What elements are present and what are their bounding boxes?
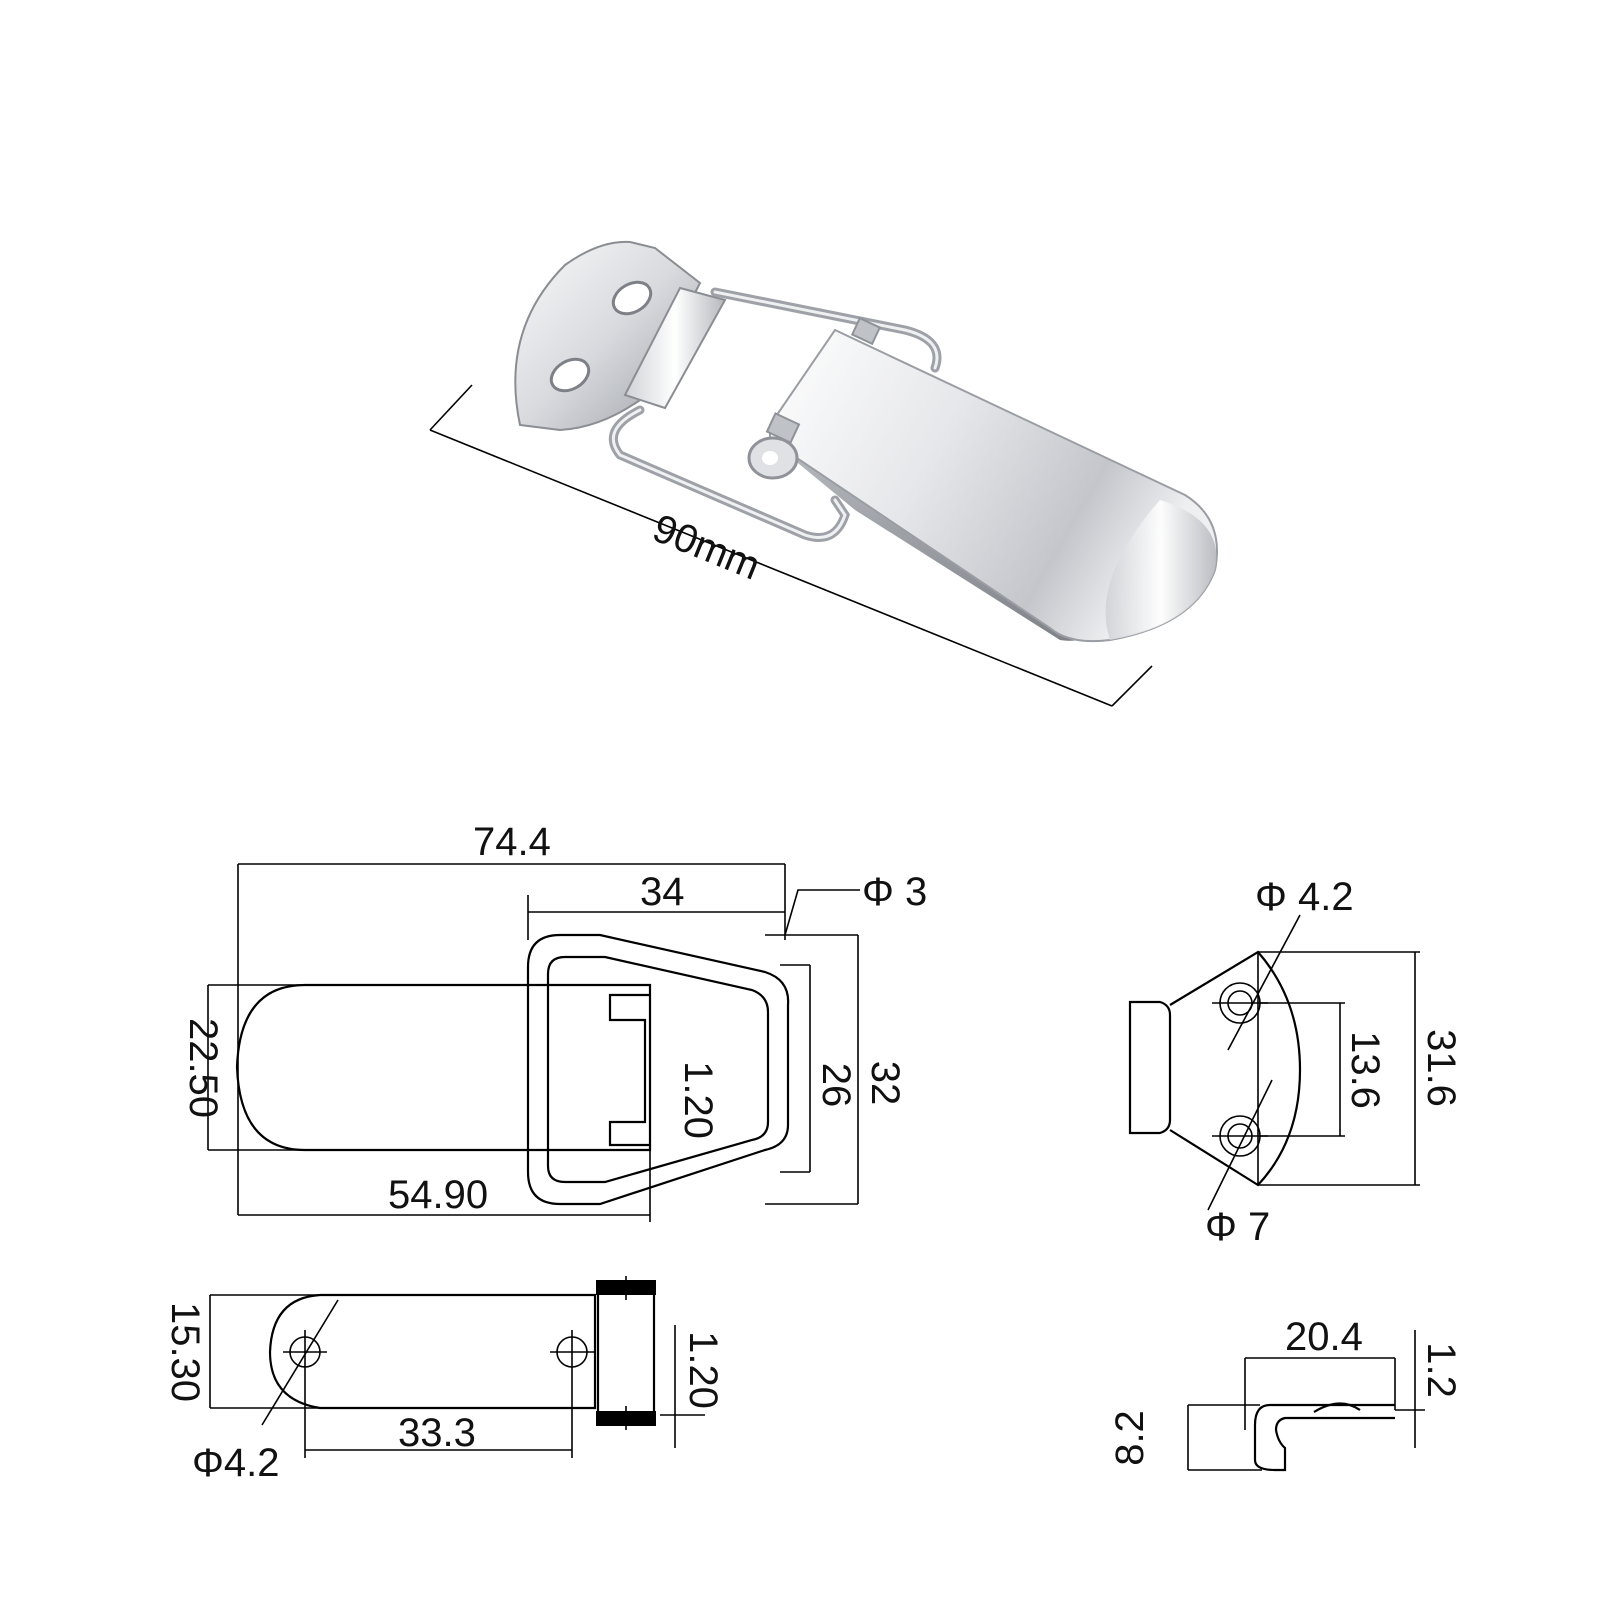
catch-side-view-drawing: 20.4 1.2 8.2 [1108,1315,1463,1472]
base-width-label: 15.30 [163,1302,207,1402]
catch-hole-icon [611,280,653,316]
catch-view-drawing: Φ 4.2 Φ 7 13.6 31.6 [1128,875,1463,1249]
catch-side-height-label: 8.2 [1108,1410,1152,1466]
overall-length-label: 74.4 [473,820,551,864]
product-illustration: 90mm [429,240,1218,707]
catch-height-label: 31.6 [1419,1029,1463,1107]
hole-spacing-label: 33.3 [398,1411,476,1455]
wire-span-label: 34 [640,870,685,914]
top-view-drawing: 74.4 34 Φ 3 22.50 32 26 1.20 54.90 [181,820,927,1222]
inner-width-label: 26 [814,1063,858,1108]
catch-hole-icon [549,357,591,393]
catch-side-length-label: 20.4 [1285,1315,1363,1359]
latch-tip [1105,500,1217,640]
catch-hole-diameter-label: Φ 4.2 [1255,875,1354,919]
wire-width-label: 32 [863,1061,907,1106]
base-thickness-label: 1.20 [681,1331,725,1409]
catch-hook [623,286,727,410]
wire-diameter-label: Φ 3 [862,870,927,914]
body-length-label: 54.90 [388,1173,488,1217]
thickness-label: 1.20 [676,1061,720,1139]
base-view-drawing: 15.30 33.3 1.20 Φ4.2 [163,1276,725,1485]
catch-side-thickness-label: 1.2 [1419,1342,1463,1398]
hinge-barrel [596,1280,656,1426]
catch-eye-diameter-label: Φ 7 [1205,1205,1270,1249]
body-width-label: 22.50 [181,1018,225,1118]
base-hole-diameter-label: Φ4.2 [192,1441,280,1485]
length-label: 90mm [647,506,767,588]
catch-hole-spacing-label: 13.6 [1343,1031,1387,1109]
